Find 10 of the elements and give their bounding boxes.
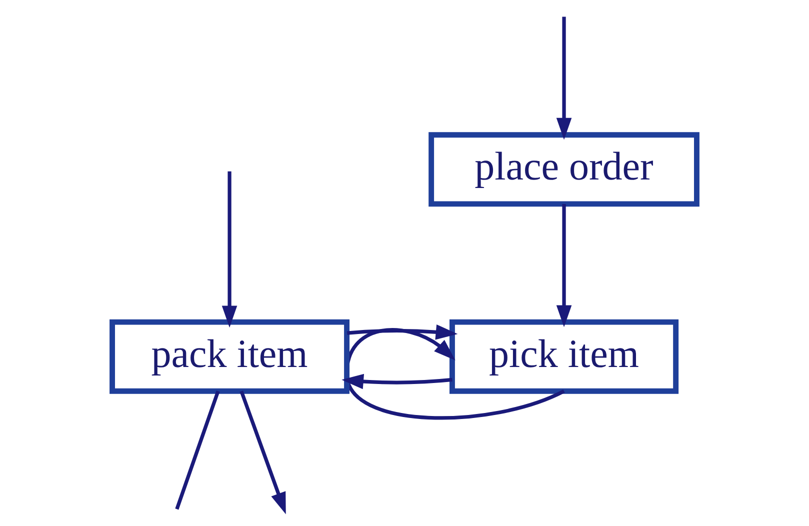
arrow [556,16,572,140]
arrow [346,324,458,340]
arrow [556,204,572,328]
connector [175,390,220,510]
node-box: pick item [450,319,679,394]
arrow [240,390,286,514]
node-box: pack item [110,319,350,394]
node-box: place order [428,132,700,207]
arrow [222,171,238,328]
arrow [342,374,452,390]
